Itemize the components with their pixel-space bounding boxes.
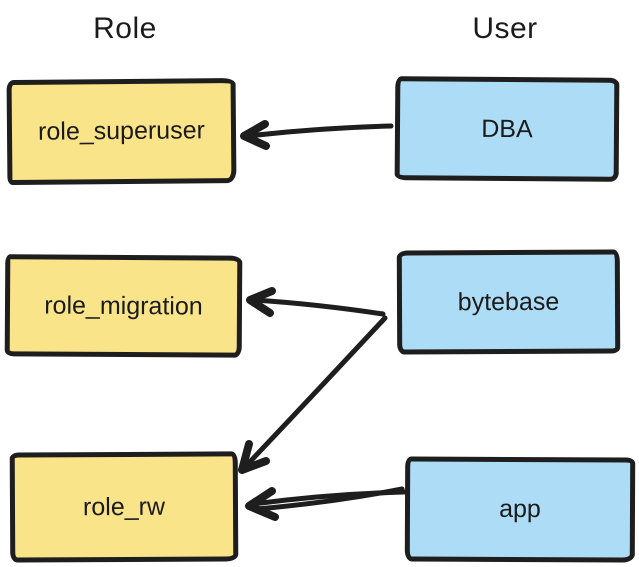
node-role-migration: role_migration	[4, 254, 243, 358]
arrow-bytebase-to-role-migration	[246, 287, 386, 317]
node-bytebase-label: bytebase	[457, 287, 560, 316]
node-role-migration-label: role_migration	[44, 291, 203, 320]
column-title-role: Role	[93, 12, 157, 45]
node-bytebase: bytebase	[396, 249, 621, 355]
node-role-rw: role_rw	[9, 451, 239, 563]
node-role-rw-label: role_rw	[82, 492, 166, 521]
column-title-user: User	[472, 12, 538, 45]
node-dba-label: DBA	[481, 114, 533, 143]
node-app: app	[404, 456, 636, 563]
arrow-app-to-role-rw	[245, 486, 407, 521]
node-dba: DBA	[394, 76, 620, 182]
node-app-label: app	[499, 494, 541, 524]
node-role-superuser-label: role_superuser	[37, 116, 205, 146]
node-role-superuser: role_superuser	[6, 78, 237, 185]
arrow-bytebase-to-role-rw	[238, 315, 388, 474]
arrow-dba-to-role-superuser	[240, 120, 394, 150]
